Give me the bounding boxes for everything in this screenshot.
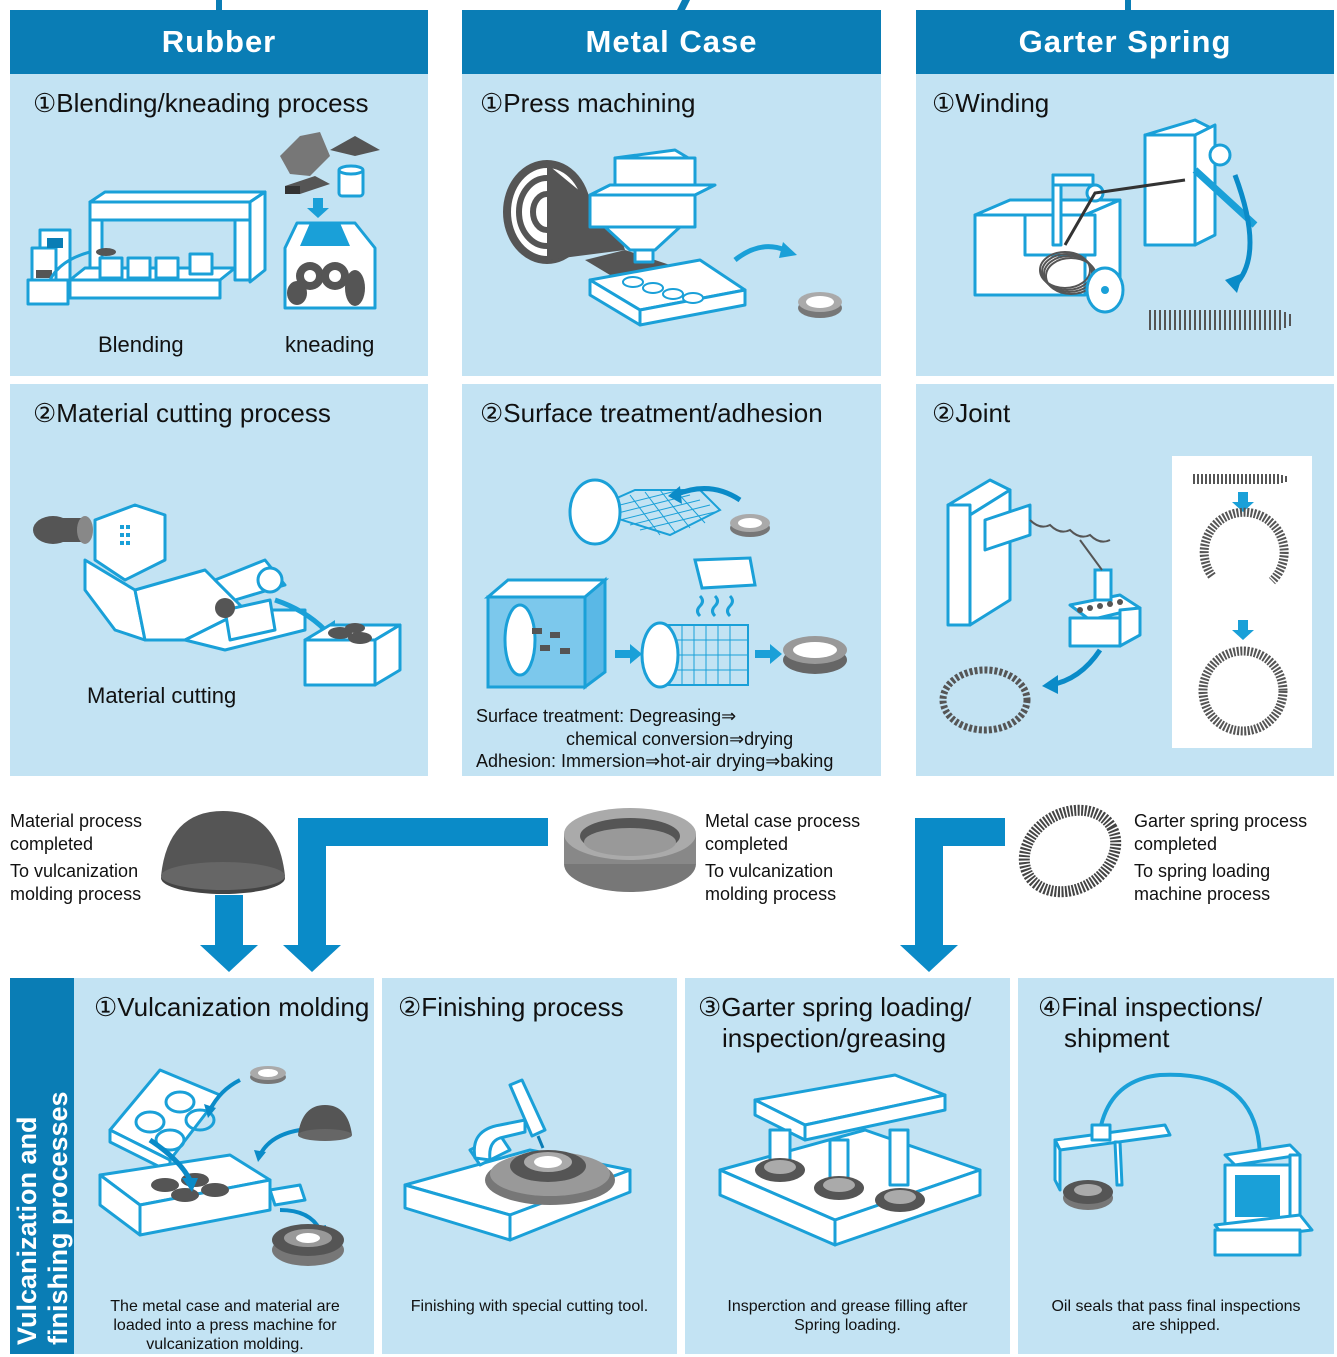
step-title-surface: ②Surface treatment/adhesion xyxy=(480,398,823,428)
final-inspection-illustration xyxy=(1053,1072,1314,1257)
material-cutting-machine-illustration xyxy=(33,503,402,687)
vulcanization-side-band xyxy=(10,978,74,1354)
vulcanization-press-illustration xyxy=(98,1066,352,1266)
caption-finishing: Finishing with special cutting tool. xyxy=(410,1298,649,1315)
winding-machine-illustration xyxy=(973,118,1291,330)
column-header-rubber: Rubber xyxy=(10,10,428,74)
joint-machine-illustration xyxy=(939,478,1142,734)
surface-note-line2: chemical conversion⇒drying xyxy=(566,729,794,749)
transition-material-line1: Material process xyxy=(10,811,143,831)
transition-material-line2: completed xyxy=(10,834,94,854)
step-title-blending: ①Blending/kneading process xyxy=(33,88,369,118)
process-flow-arrows xyxy=(200,818,1005,972)
transition-spring-line3: To spring loading xyxy=(1134,861,1271,881)
label-kneading: kneading xyxy=(285,332,375,357)
surface-note-line3: Adhesion: Immersion⇒hot-air drying⇒bakin… xyxy=(476,751,834,771)
transition-metal-line1: Metal case process xyxy=(705,811,861,831)
column-header-metal-case: Metal Case xyxy=(462,10,881,74)
step-title-final-inspection: ④Final inspections/shipment xyxy=(1038,992,1263,1053)
transition-material-line3: To vulcanization xyxy=(10,861,139,881)
step-title-spring-loading: ③Garter spring loading/inspection/greasi… xyxy=(698,992,972,1053)
step-title-winding: ①Winding xyxy=(932,88,1050,118)
spring-joining-sequence xyxy=(1193,474,1289,736)
step-title-vulcanization: ①Vulcanization molding xyxy=(94,992,370,1022)
transition-metal-line4: molding process xyxy=(705,884,837,904)
transition-spring-line1: Garter spring process xyxy=(1134,811,1308,831)
garter-spring-part-icon xyxy=(1018,804,1122,898)
transition-material-line4: molding process xyxy=(10,884,142,904)
metal-case-part-icon xyxy=(564,808,696,892)
step-title-joint: ②Joint xyxy=(932,398,1011,428)
top-connector-lines xyxy=(216,0,1131,12)
step-title-finishing: ②Finishing process xyxy=(398,992,624,1022)
surface-note-line1: Surface treatment: Degreasing⇒ xyxy=(476,706,737,726)
finishing-tool-illustration xyxy=(403,1078,632,1242)
label-blending: Blending xyxy=(98,332,184,357)
transition-spring-line4: machine process xyxy=(1134,884,1271,904)
blending-machine-illustration xyxy=(26,190,267,306)
vulcanization-side-label: Vulcanization and finishing processes xyxy=(12,1091,73,1345)
kneading-machine-illustration xyxy=(280,132,380,310)
press-machining-illustration xyxy=(503,148,842,327)
transition-spring-line2: completed xyxy=(1134,834,1218,854)
step-title-cutting: ②Material cutting process xyxy=(33,398,331,428)
rubber-material-part-icon xyxy=(161,811,285,894)
surface-treatment-illustration xyxy=(483,478,847,690)
transition-metal-line2: completed xyxy=(705,834,789,854)
column-header-garter-spring: Garter Spring xyxy=(916,10,1334,74)
spring-loading-machine-illustration xyxy=(718,1073,982,1247)
label-material-cutting: Material cutting xyxy=(87,683,237,708)
transition-metal-line3: To vulcanization xyxy=(705,861,834,881)
step-title-press: ①Press machining xyxy=(480,88,696,118)
